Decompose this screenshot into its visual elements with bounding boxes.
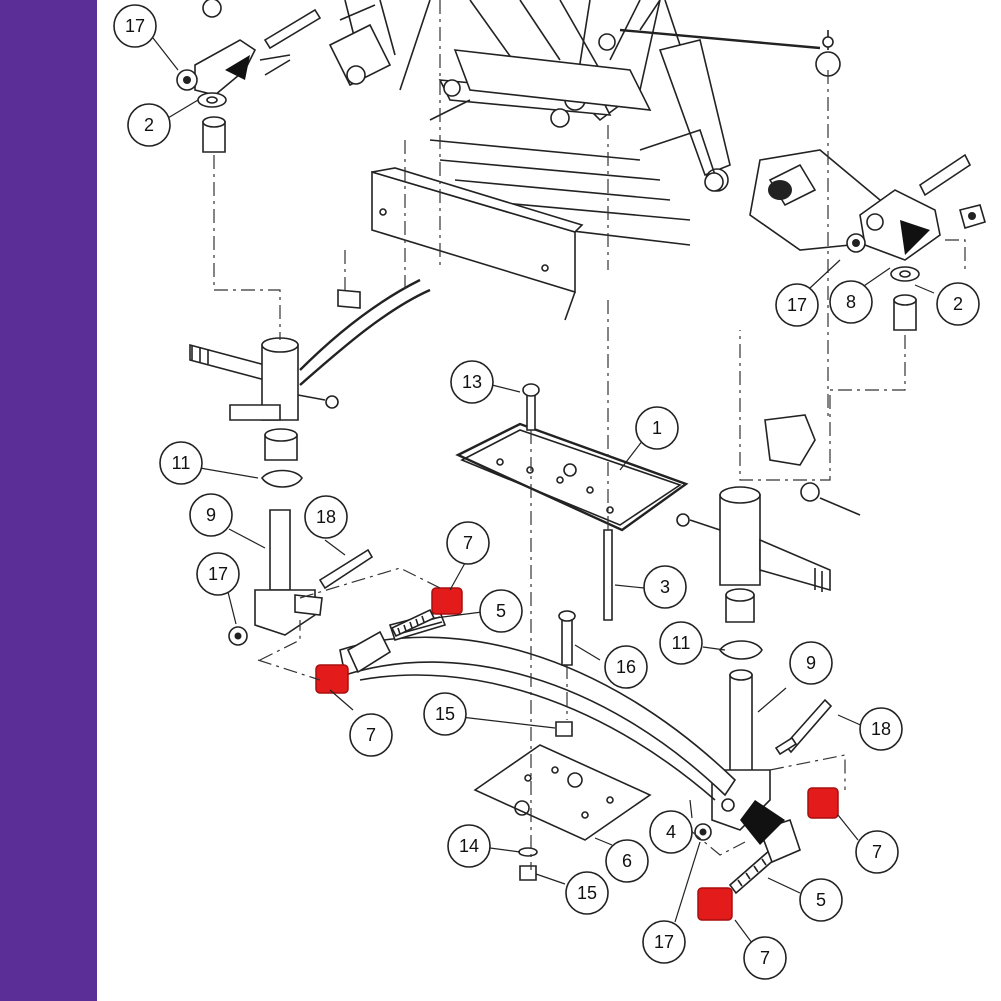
callout-17-bottom: 17 (642, 920, 686, 964)
svg-text:16: 16 (616, 657, 636, 677)
callout-15-upper: 15 (423, 692, 467, 736)
callout-7-lower-left: 7 (349, 713, 393, 757)
svg-text:15: 15 (577, 883, 597, 903)
svg-text:1: 1 (652, 418, 662, 438)
callout-1: 1 (635, 406, 679, 450)
callout-17-left: 17 (196, 552, 240, 596)
callout-5-right: 5 (799, 878, 843, 922)
callout-11-right: 11 (659, 621, 703, 665)
lower-mount-plate (473, 744, 652, 841)
callout-6: 6 (605, 839, 649, 883)
callout-14: 14 (447, 824, 491, 868)
callout-17-top-right: 17 (775, 283, 819, 327)
svg-text:17: 17 (787, 295, 807, 315)
svg-text:17: 17 (654, 932, 674, 952)
callout-4: 4 (649, 810, 693, 854)
svg-text:18: 18 (871, 719, 891, 739)
callout-2-top-left: 2 (127, 103, 171, 147)
svg-text:15: 15 (435, 704, 455, 724)
callout-9-right: 9 (789, 641, 833, 685)
bushing-7-upper-right (807, 787, 839, 819)
callout-17-top-left: 17 (113, 4, 157, 48)
callout-9-left: 9 (189, 493, 233, 537)
svg-text:5: 5 (816, 890, 826, 910)
sidebar-band (0, 0, 97, 1001)
svg-text:2: 2 (953, 294, 963, 314)
callout-15-lower: 15 (565, 871, 609, 915)
svg-text:11: 11 (672, 633, 691, 653)
callout-3: 3 (643, 565, 687, 609)
leader-lines (152, 37, 935, 948)
svg-text:13: 13 (462, 372, 482, 392)
svg-text:14: 14 (459, 836, 479, 856)
alignment-lines (213, 0, 966, 870)
hardware (518, 383, 798, 881)
svg-text:17: 17 (208, 564, 228, 584)
svg-text:2: 2 (144, 115, 154, 135)
callout-7-upper-right: 7 (855, 830, 899, 874)
callout-7-upper-left: 7 (446, 521, 490, 565)
svg-text:3: 3 (660, 577, 670, 597)
svg-text:18: 18 (316, 507, 336, 527)
svg-text:4: 4 (666, 822, 676, 842)
svg-text:9: 9 (206, 505, 216, 525)
svg-text:5: 5 (496, 601, 506, 621)
callout-16: 16 (604, 645, 648, 689)
callout-7-lower-right: 7 (743, 936, 787, 980)
bushings-highlighted (315, 587, 839, 921)
callout-13: 13 (450, 360, 494, 404)
svg-text:7: 7 (463, 533, 473, 553)
bushing-7-upper-left (431, 587, 463, 615)
upper-mount-plate (455, 422, 689, 532)
svg-text:7: 7 (366, 725, 376, 745)
svg-text:11: 11 (172, 453, 191, 473)
svg-text:17: 17 (125, 16, 145, 36)
svg-text:8: 8 (846, 292, 856, 312)
svg-text:6: 6 (622, 851, 632, 871)
svg-text:9: 9 (806, 653, 816, 673)
callout-2-top-right: 2 (936, 282, 980, 326)
upper-right-bracket (846, 153, 986, 331)
bushing-7-lower-right (697, 887, 733, 921)
leaf-spring (339, 611, 737, 801)
left-spindle-group (189, 337, 374, 646)
callout-5-left: 5 (479, 589, 523, 633)
bushing-7-lower-left (315, 664, 349, 694)
callout-18-right: 18 (859, 707, 903, 751)
callout-11-left: 11 (159, 441, 203, 485)
callout-18-left: 18 (304, 495, 348, 539)
sleeves (390, 608, 801, 895)
callout-8: 8 (829, 280, 873, 324)
upper-left-bracket (176, 0, 322, 153)
upper-frame-assembly (299, 0, 902, 386)
svg-text:7: 7 (872, 842, 882, 862)
svg-text:7: 7 (760, 948, 770, 968)
right-spindle-group (676, 414, 861, 841)
